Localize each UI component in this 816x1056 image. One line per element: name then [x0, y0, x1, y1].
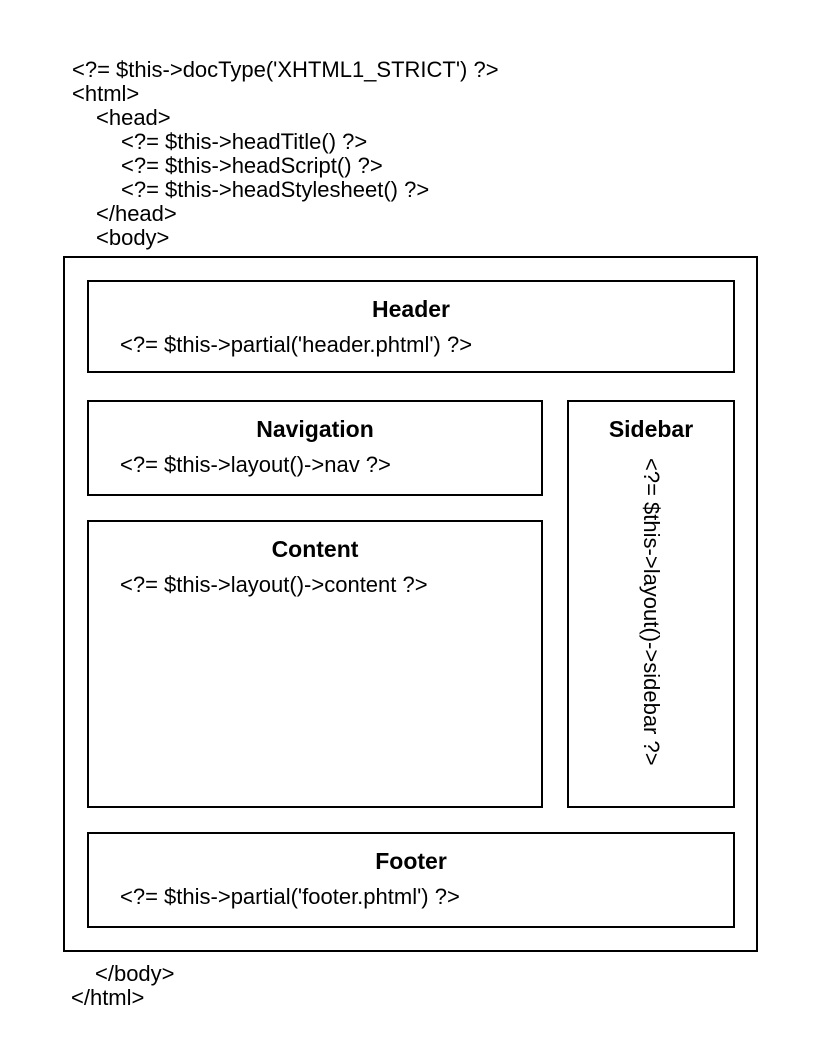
content-layout-code: <?= $this->layout()->content ?>: [120, 572, 428, 597]
sidebar-layout-code: <?= $this->layout()->sidebar ?>: [639, 458, 664, 766]
header-partial-code: <?= $this->partial('header.phtml') ?>: [120, 332, 473, 357]
navigation-region-title: Navigation: [256, 416, 374, 442]
navigation-region-box: Navigation <?= $this->layout()->nav ?>: [87, 400, 543, 496]
footer-region-box: Footer <?= $this->partial('footer.phtml'…: [87, 832, 735, 928]
code-line-body-close: </body>: [95, 961, 175, 986]
header-region-box: Header <?= $this->partial('header.phtml'…: [87, 280, 735, 373]
code-line-head-open: <head>: [96, 105, 171, 130]
code-line-body-open: <body>: [96, 225, 170, 250]
php-source-top-block: <?= $this->docType('XHTML1_STRICT') ?> <…: [72, 58, 499, 250]
code-line-html-open: <html>: [72, 81, 140, 106]
content-region-box: Content <?= $this->layout()->content ?>: [87, 520, 543, 808]
sidebar-region-box: Sidebar <?= $this->layout()->sidebar ?>: [567, 400, 735, 808]
body-layout-box: Header <?= $this->partial('header.phtml'…: [63, 256, 758, 952]
header-region-title: Header: [372, 296, 450, 322]
code-line-doctype: <?= $this->docType('XHTML1_STRICT') ?>: [72, 57, 499, 82]
code-line-head-close: </head>: [96, 201, 177, 226]
code-line-head-stylesheet: <?= $this->headStylesheet() ?>: [121, 177, 430, 202]
code-line-head-title: <?= $this->headTitle() ?>: [121, 129, 368, 154]
code-line-head-script: <?= $this->headScript() ?>: [121, 153, 383, 178]
navigation-layout-code: <?= $this->layout()->nav ?>: [120, 452, 391, 477]
content-region-title: Content: [271, 536, 359, 562]
footer-partial-code: <?= $this->partial('footer.phtml') ?>: [120, 884, 460, 909]
footer-region-title: Footer: [375, 848, 447, 874]
sidebar-region-title: Sidebar: [608, 416, 694, 442]
php-source-bottom-block: </body> </html>: [71, 962, 175, 1010]
code-line-html-close: </html>: [71, 985, 145, 1010]
